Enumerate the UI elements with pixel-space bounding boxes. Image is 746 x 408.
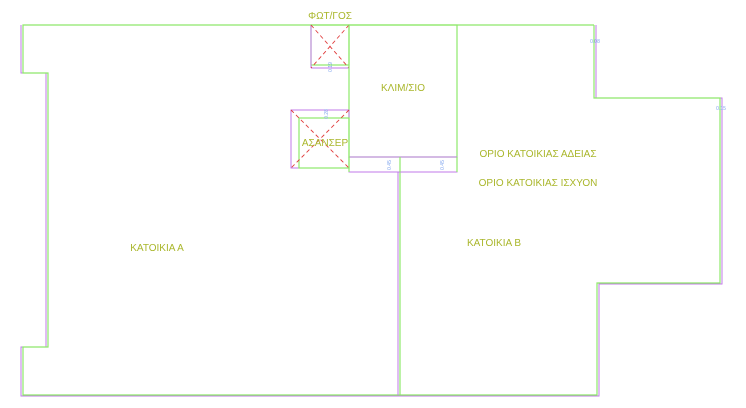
permit-limit-outline (20, 25, 723, 397)
dimension-right-top: 0.08 (590, 39, 600, 45)
dimension-right-mid: 0.15 (716, 106, 726, 112)
elevator (290, 109, 350, 169)
apartment-b-label: ΚΑΤΟΙΚΙΑ Β (467, 238, 521, 249)
light-shaft (310, 24, 350, 69)
apartment-a-label: ΚΑΤΟΙΚΙΑ Α (130, 243, 184, 254)
dimension-shaft: 0.19 (328, 62, 334, 72)
stairwell-label: ΚΛΙΜ/ΣΙΟ (381, 83, 425, 94)
dimension-elevator: 0.28 (324, 109, 330, 119)
dimension-stair-left: 0.45 (387, 160, 393, 170)
light-shaft-label: ΦΩΤ/ΓΟΣ (308, 11, 352, 22)
dimension-stair-right: 0.45 (440, 160, 446, 170)
permit-limit-label: ΟΡΙΟ ΚΑΤΟΙΚΙΑΣ ΑΔΕΙΑΣ (479, 149, 596, 160)
stairwell (348, 24, 458, 173)
current-limit-outline (22, 24, 721, 396)
current-limit-label: ΟΡΙΟ ΚΑΤΟΙΚΙΑΣ ΙΣΧΥΟΝ (479, 178, 598, 189)
elevator-label: ΑΣΑΝΣΕΡ (302, 138, 349, 149)
